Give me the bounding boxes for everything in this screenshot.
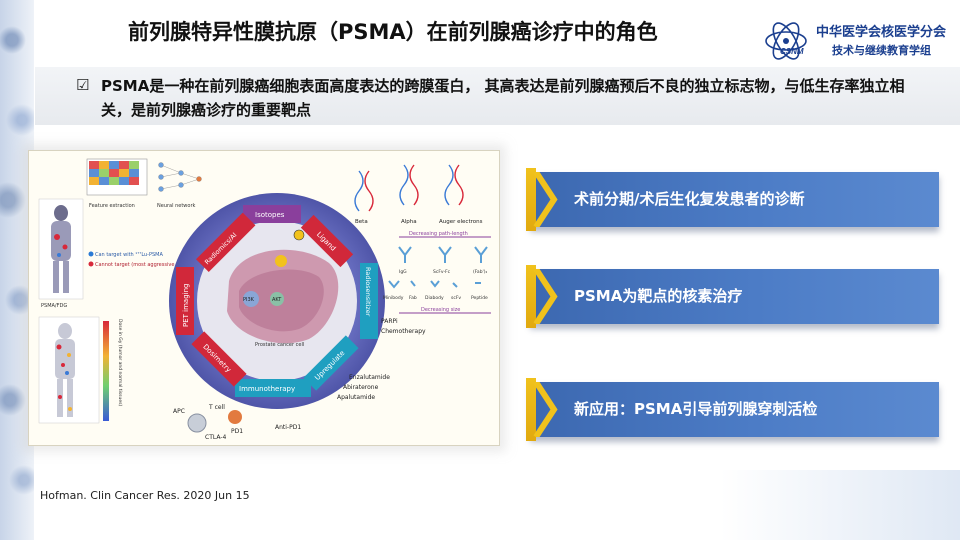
segment-immunotherapy-label: Immunotherapy	[239, 385, 295, 393]
role-card-diagnosis: 术前分期/术后生化复发患者的诊断	[526, 168, 939, 231]
path-length-caption: Decreasing path-length	[409, 231, 468, 237]
chevron-right-icon	[533, 382, 558, 437]
can-target-label: Can target with ¹⁷⁷Lu-PSMA	[95, 252, 163, 258]
ring-segment-pet-imaging: PET imaging	[176, 267, 194, 335]
segment-isotopes-label: Isotopes	[255, 211, 285, 219]
dosimetry-scan	[38, 316, 100, 424]
immune-apc-label: APC	[173, 408, 185, 415]
figure-illustration: Feature extraction Neural network Can ta…	[38, 158, 491, 441]
akt-label: AKT	[272, 297, 282, 303]
logo-mark-text: CSNM	[780, 47, 804, 56]
ligand-fab-label: Fab	[409, 295, 417, 301]
logo-org-name: 中华医学会核医学分会	[816, 25, 947, 40]
ligand-peptide-label: Peptide	[471, 295, 488, 301]
ligand-scfv-label: scFv	[451, 295, 461, 301]
ring-segment-radiosensitizer: Radiosensitizer	[360, 263, 378, 339]
ring-segment-isotopes: Isotopes	[243, 205, 301, 223]
bullet-text: PSMA是一种在前列腺癌细胞表面高度表达的跨膜蛋白， 其高表达是前列腺癌预后不良…	[101, 77, 905, 119]
decorative-corner-fade	[720, 470, 960, 540]
ligand-igg-label: IgG	[399, 269, 407, 275]
radiomics-feature-grid	[86, 158, 148, 196]
size-caption: Decreasing size	[421, 307, 460, 313]
neural-network-label: Neural network	[157, 203, 195, 209]
feature-extraction-label: Feature extraction	[89, 203, 135, 209]
csnm-logo: CSNM 中华医学会核医学分会 技术与继续教育学组	[762, 16, 952, 66]
pi3k-label: PI3K	[243, 297, 255, 303]
role-card-biopsy: 新应用：PSMA引导前列腺穿刺活检	[526, 378, 939, 441]
citation: Hofman. Clin Cancer Res. 2020 Jun 15	[40, 489, 250, 502]
isotope-beta-label: Beta	[355, 219, 368, 225]
ligand-scfvfc-label: ScFv-Fc	[433, 269, 451, 275]
immune-pd1-label: PD1	[231, 428, 243, 435]
drug-apalutamide-label: Apalutamide	[337, 394, 375, 401]
prostate-cell-label: Prostate cancer cell	[255, 342, 304, 348]
chevron-right-icon	[533, 172, 558, 227]
logo-dept-name: 技术与继续教育学组	[832, 44, 931, 57]
immune-tcell-label: T cell	[208, 404, 225, 411]
ligand-icons	[388, 246, 488, 289]
slide-title: 前列腺特异性膜抗原（PSMA）在前列腺癌诊疗中的角色	[128, 20, 658, 44]
segment-pet-imaging-label: PET imaging	[182, 284, 190, 327]
drug-chemotherapy-label: Chemotherapy	[381, 328, 426, 335]
isotope-auger-label: Auger electrons	[439, 219, 483, 225]
bullet-band	[35, 67, 960, 125]
role-card-label: 术前分期/术后生化复发患者的诊断	[574, 190, 805, 208]
colorbar-label: Dose in Gy (tumor and normal tissues)	[117, 319, 123, 406]
cannot-target-label: Cannot target (most aggressive sites)	[95, 262, 190, 268]
ring-segment-ligand: Ligand	[300, 214, 354, 268]
immune-cells	[187, 410, 242, 433]
role-card-label: PSMA为靶点的核素治疗	[574, 287, 743, 305]
atom-logo-icon: CSNM	[765, 22, 807, 60]
chevron-right-icon	[533, 269, 558, 324]
dose-colorbar	[103, 321, 109, 421]
psma-theranostics-figure: Feature extraction Neural network Can ta…	[28, 150, 500, 446]
ligand-diabody-label: Diabody	[425, 295, 444, 301]
checkbox-checked-icon: ☑	[76, 76, 90, 94]
drug-abiraterone-label: Abiraterone	[343, 384, 379, 391]
ligand-minibody-label: Minibody	[383, 295, 404, 301]
psma-fdg-label: PSMA/FDG	[41, 303, 67, 309]
role-card-label: 新应用：PSMA引导前列腺穿刺活检	[574, 400, 818, 418]
role-card-therapy: PSMA为靶点的核素治疗	[526, 265, 939, 328]
drug-enzalutamide-label: Enzalutamide	[349, 374, 390, 381]
immune-antipd1-label: Anti-PD1	[275, 424, 301, 431]
neural-network-diagram	[158, 162, 202, 192]
immune-ctla4-label: CTLA-4	[205, 434, 226, 441]
isotope-alpha-label: Alpha	[401, 219, 417, 225]
segment-radiosensitizer-label: Radiosensitizer	[364, 267, 372, 317]
ring-segment-immunotherapy: Immunotherapy	[235, 379, 311, 397]
ligand-fab2-label: (Fab')₂	[473, 269, 488, 275]
isotope-dna-panel	[354, 164, 464, 212]
pet-scan-images	[38, 198, 84, 300]
drug-parpi-label: PARPi	[381, 318, 398, 325]
